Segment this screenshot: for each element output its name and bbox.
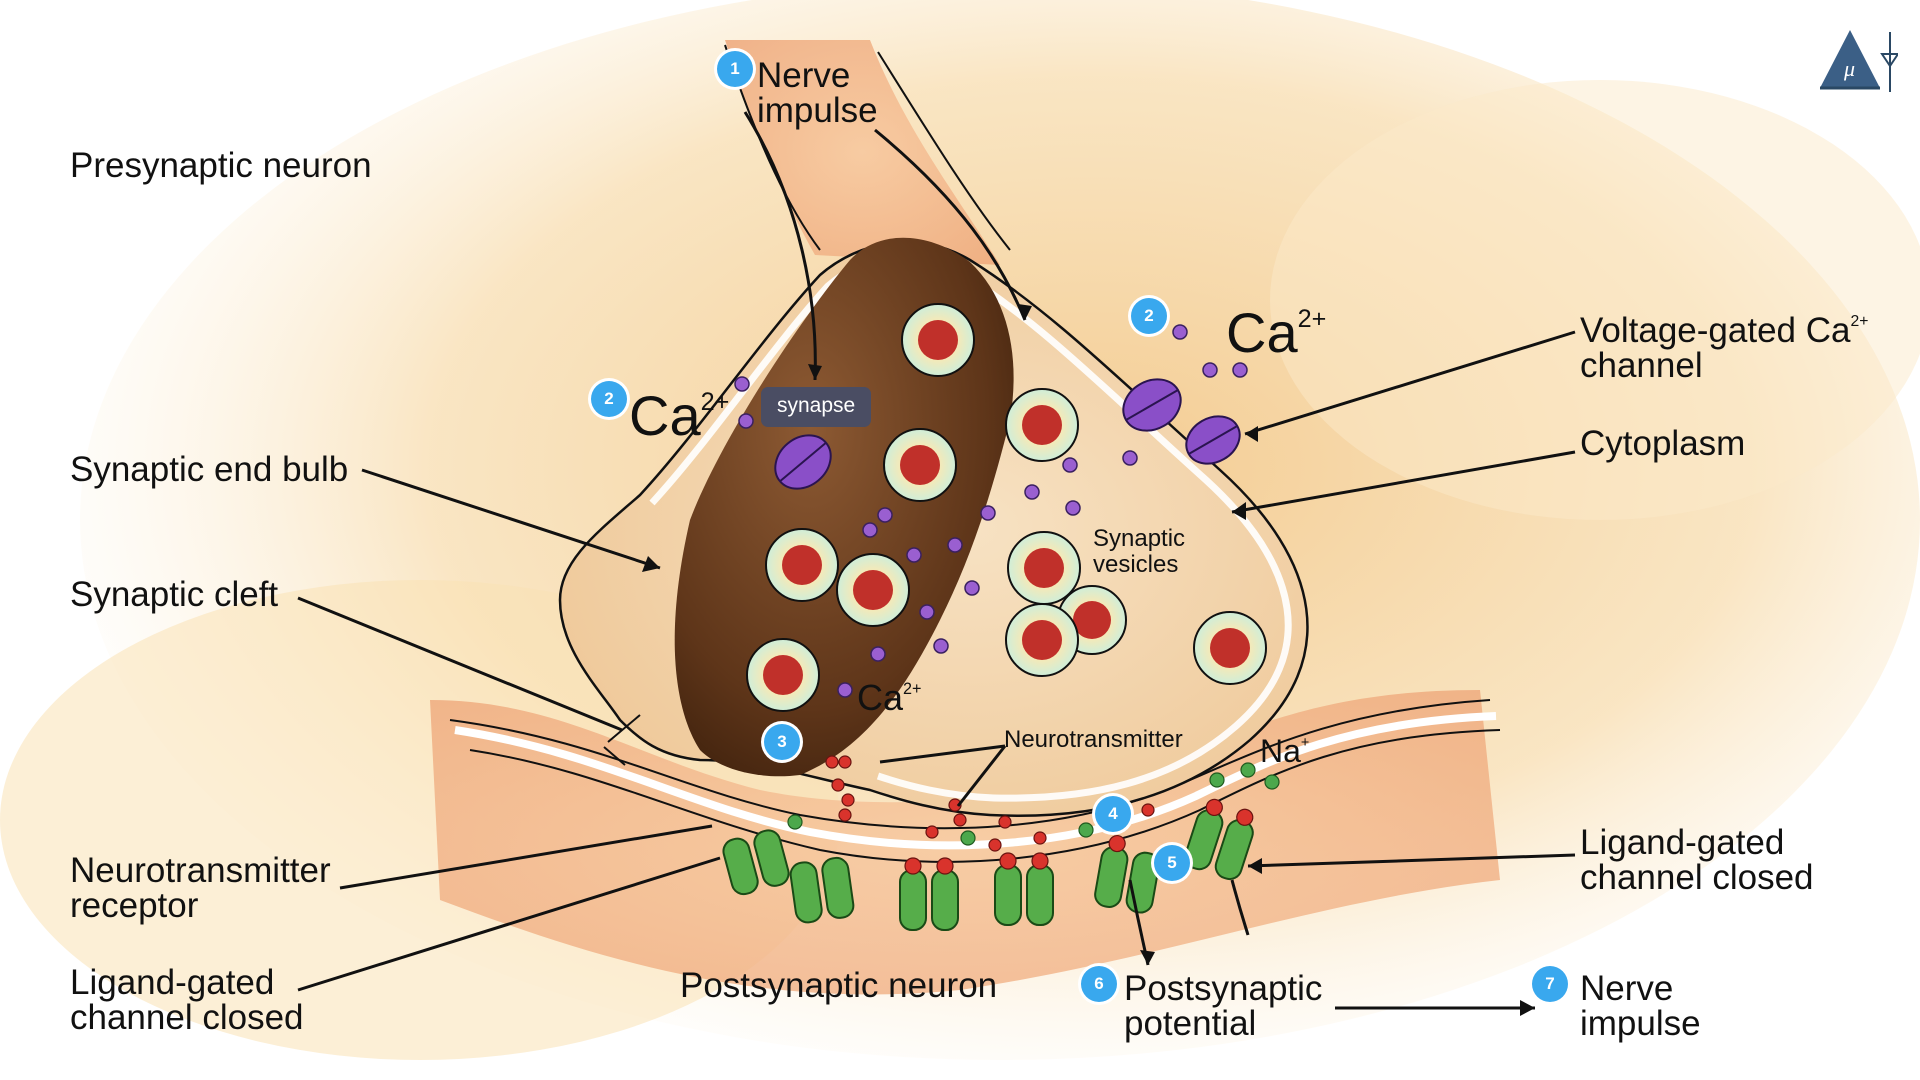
postsynaptic-membrane-inner — [469, 729, 1501, 863]
background-wash-right — [1270, 80, 1920, 520]
step-badge-1: 1 — [717, 51, 753, 87]
mu-delta-triangle-logo-icon: μ — [1820, 30, 1898, 92]
presynaptic-membrane-white — [649, 253, 1292, 802]
label-nerve-impulse-bottom-line1: Nerve — [1580, 969, 1674, 1008]
step-badge-4: 4 — [1095, 796, 1131, 832]
ca-text: Ca — [857, 677, 904, 718]
vesicle — [1005, 388, 1079, 462]
label-nerve-impulse-top-line2: impulse — [757, 91, 878, 130]
label-ligand-gated-left-line1: Ligand-gated — [70, 963, 275, 1002]
label-neurotransmitter-receptor-line1: Neurotransmitter — [70, 851, 331, 890]
vesicle — [883, 428, 957, 502]
label-ligand-gated-right-line2: channel closed — [1580, 858, 1814, 897]
postsynaptic-membrane-outer — [449, 699, 1491, 830]
vesicle — [1005, 603, 1079, 677]
ca-text: Ca — [629, 384, 701, 447]
arrowheads — [642, 304, 1535, 1016]
ca-superscript: 2+ — [903, 679, 922, 698]
label-nerve-impulse-bottom-line2: impulse — [1580, 1004, 1701, 1043]
label-ca-right: Ca2+ — [1226, 305, 1326, 361]
label-ca-left: Ca2+ — [629, 388, 729, 444]
ligand-gated-channels — [722, 798, 1254, 931]
vesicle — [901, 303, 975, 377]
label-neurotransmitter: Neurotransmitter — [1004, 726, 1183, 753]
ligand-gated-channel — [1184, 798, 1254, 881]
neurotransmitter-molecules — [825, 755, 1155, 852]
label-synaptic-cleft: Synaptic cleft — [70, 575, 279, 614]
label-ligand-gated-left-line2: channel closed — [70, 998, 304, 1037]
vesicle — [746, 638, 820, 712]
step-badge-2-left: 2 — [591, 381, 627, 417]
label-presynaptic-neuron: Presynaptic neuron — [70, 146, 372, 185]
step-badge-2-right: 2 — [1131, 298, 1167, 334]
pointer-ligand-left — [297, 856, 721, 992]
label-synaptic-vesicles-line2: vesicles — [1093, 551, 1179, 578]
voltage-gated-channel — [1122, 378, 1182, 432]
vesicle — [1007, 531, 1081, 605]
label-ca-small: Ca2+ — [857, 680, 922, 716]
step-badge-6: 6 — [1081, 966, 1117, 1002]
vesicle — [1193, 611, 1267, 685]
label-neurotransmitter-receptor-line2: receptor — [70, 886, 199, 925]
label-na: Na+ — [1260, 735, 1309, 767]
synapse-tooltip: synapse — [761, 387, 872, 427]
voltage-gated-superscript: 2+ — [1850, 313, 1869, 331]
vesicle — [836, 553, 910, 627]
axon-outline-right — [877, 51, 1011, 251]
na-superscript: + — [1300, 735, 1310, 752]
ligand-gated-channel — [722, 829, 790, 896]
pointer-voltage — [1244, 330, 1576, 436]
ca-text: Ca — [1226, 301, 1298, 364]
voltage-gated-channel — [774, 434, 832, 490]
label-postsynaptic-neuron: Postsynaptic neuron — [680, 966, 998, 1005]
synaptic-vesicles — [746, 303, 1267, 712]
step-badge-3: 3 — [764, 724, 800, 760]
voltage-gated-channels — [774, 378, 1241, 490]
voltage-gated-text: Voltage-gated Ca — [1580, 311, 1851, 350]
impulse-arrow-right — [874, 128, 1027, 321]
vesicle — [765, 528, 839, 602]
cleft-bracket — [603, 714, 641, 766]
label-voltage-gated-line1: Voltage-gated Ca2+ — [1580, 313, 1868, 348]
ligand-gated-channel — [899, 857, 959, 931]
label-synaptic-vesicles-line1: Synaptic — [1093, 525, 1186, 552]
sodium-ions — [787, 762, 1280, 846]
ca-superscript: 2+ — [700, 388, 730, 417]
pointer-end-bulb — [361, 468, 661, 570]
pointer-cytoplasm — [1231, 450, 1576, 514]
label-nerve-impulse-top-line1: Nerve — [757, 56, 851, 95]
pointer-receptor — [339, 824, 713, 890]
label-voltage-gated-line2: channel — [1580, 346, 1703, 385]
label-ligand-gated-right-line1: Ligand-gated — [1580, 823, 1785, 862]
label-synaptic-end-bulb: Synaptic end bulb — [70, 450, 349, 489]
potential-arrow-b — [1230, 879, 1250, 936]
pointer-cleft — [297, 596, 623, 732]
label-postsynaptic-potential-line2: potential — [1124, 1004, 1257, 1043]
step-badge-5: 5 — [1154, 845, 1190, 881]
pointer-neurotransmitter-b — [956, 745, 1007, 807]
label-cytoplasm: Cytoplasm — [1580, 424, 1746, 463]
voltage-gated-channel — [1185, 415, 1241, 465]
ligand-gated-channel — [994, 852, 1054, 926]
na-text: Na — [1260, 733, 1301, 769]
ligand-gated-channel — [789, 856, 855, 924]
svg-text:μ: μ — [1843, 56, 1855, 81]
ca-superscript: 2+ — [1297, 305, 1327, 334]
step-badge-7: 7 — [1532, 966, 1568, 1002]
label-pointers — [297, 111, 1576, 1010]
pointer-ligand-right — [1247, 853, 1576, 868]
pointer-neurotransmitter-a — [879, 744, 1006, 764]
calcium-ions — [734, 324, 1248, 698]
impulse-arrow-left — [743, 111, 817, 381]
label-postsynaptic-potential-line1: Postsynaptic — [1124, 969, 1323, 1008]
